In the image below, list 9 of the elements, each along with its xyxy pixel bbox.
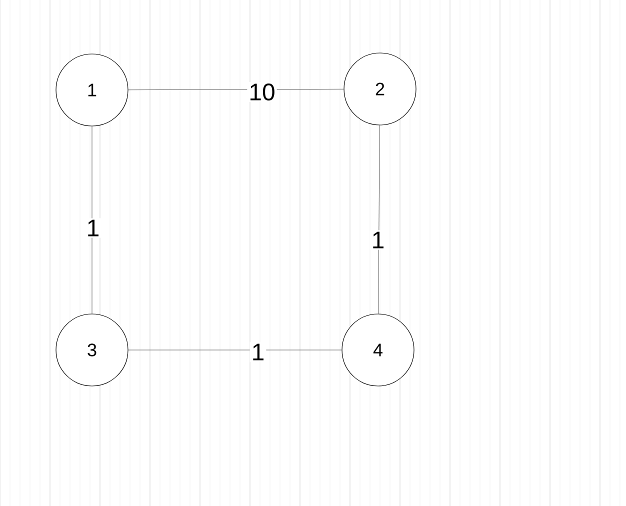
graph-vertex: 2	[344, 52, 416, 126]
edge-weight: 1	[250, 342, 266, 362]
graph-vertex: 3	[56, 314, 128, 386]
edge-weight: 1	[370, 230, 386, 250]
edge-line	[378, 125, 380, 314]
edge-weight: 10	[247, 82, 277, 102]
graph-vertex: 1	[56, 54, 128, 126]
graph-vertex: 4	[342, 314, 414, 386]
edge-weight: 1	[84, 218, 102, 238]
